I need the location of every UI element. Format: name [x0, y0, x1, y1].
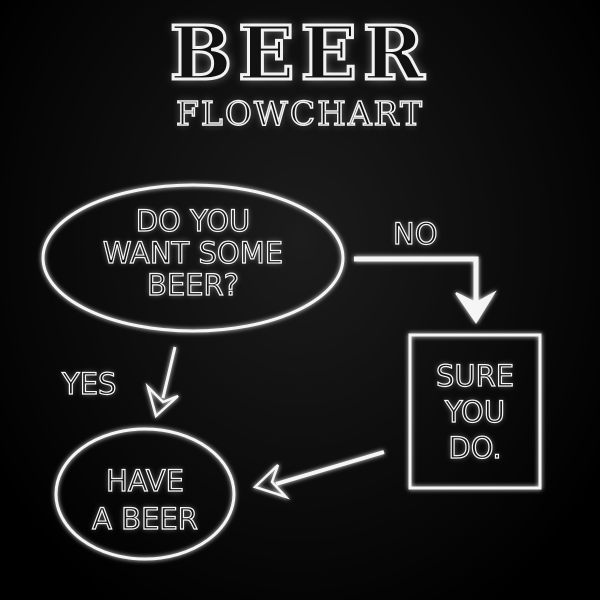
sure-line: YOU: [444, 394, 506, 429]
return-arrowhead-icon: [252, 464, 291, 500]
title-main: BEER: [168, 11, 431, 97]
return-arrow-line: [275, 450, 385, 486]
yes-arrow-line: [161, 346, 177, 399]
question-text: DO YOU WANT SOME BEER?: [60, 204, 326, 302]
title-sub: FLOWCHART: [175, 93, 424, 134]
have-line: A BEER: [92, 501, 199, 536]
question-line: WANT SOME: [102, 236, 284, 270]
have-line: HAVE: [105, 463, 184, 498]
question-ellipse: [41, 183, 345, 333]
question-line: DO YOU: [135, 204, 251, 238]
no-label: NO: [392, 217, 438, 251]
yes-arrowhead-icon: [145, 382, 179, 419]
no-arrow-line: [354, 256, 479, 312]
have-text: HAVE A BEER: [60, 462, 230, 538]
have-ellipse: [54, 427, 236, 561]
sure-line: DO.: [448, 430, 502, 465]
question-line: BEER?: [146, 268, 240, 302]
yes-label: YES: [61, 367, 117, 401]
no-arrowhead-icon: [455, 290, 497, 324]
sure-text: SURE YOU DO.: [415, 358, 535, 466]
sure-line: SURE: [435, 358, 515, 393]
sure-box: [408, 333, 542, 490]
